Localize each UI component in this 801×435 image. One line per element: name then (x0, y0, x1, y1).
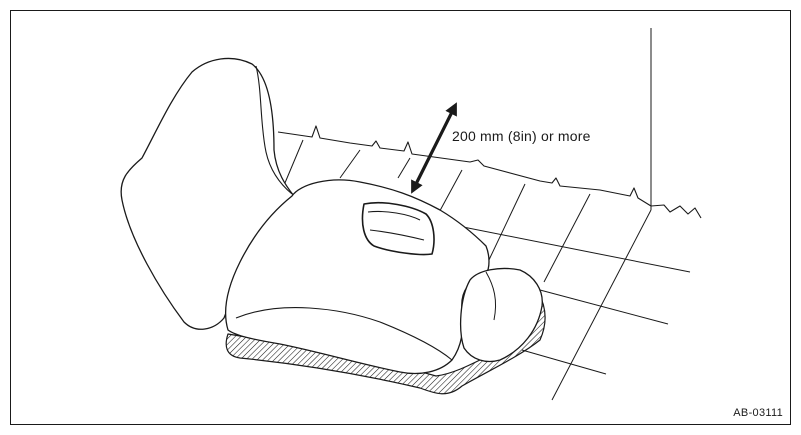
vehicle-seat-contour (277, 125, 702, 219)
vehicle-seat-grid (281, 139, 691, 401)
booster-handle-inner (367, 210, 425, 241)
figure-id-label: AB-03111 (733, 407, 783, 419)
clearance-label: 200 mm (8in) or more (452, 128, 591, 144)
figure-frame (10, 10, 791, 425)
booster-cushion-seat-line (235, 307, 453, 361)
double-headed-arrow-icon (411, 102, 457, 194)
booster-armrest-fold (485, 271, 497, 321)
booster-backrest-inner-edge (255, 65, 293, 195)
booster-armrest (460, 267, 543, 363)
booster-handle-outer (361, 201, 435, 256)
booster-backrest (120, 57, 295, 330)
booster-base-hatched (225, 291, 546, 395)
